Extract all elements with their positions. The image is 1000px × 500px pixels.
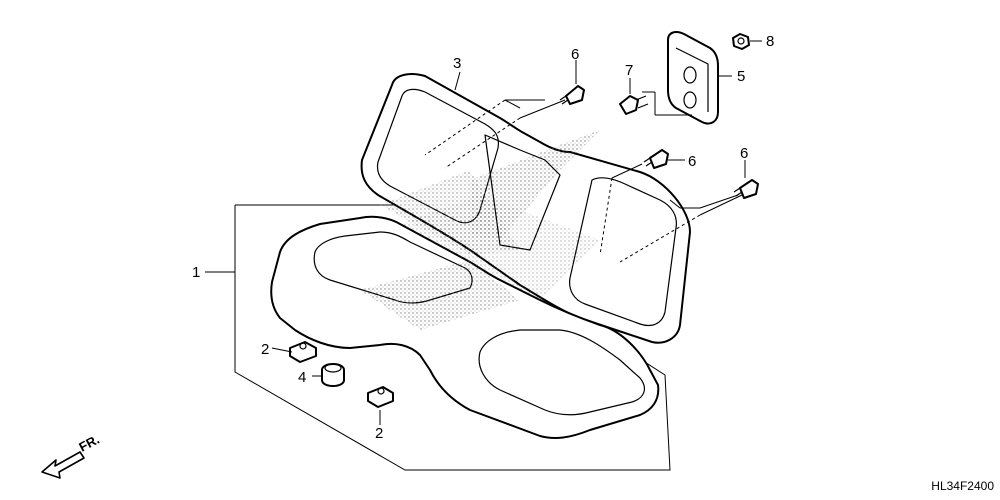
bolt-6-upper <box>559 85 585 105</box>
clip-lower <box>367 386 394 408</box>
nut <box>732 33 750 50</box>
seat-cushion <box>270 195 660 439</box>
seat-cushion-shading-back <box>400 195 600 300</box>
callout-2-upper: 2 <box>261 341 269 358</box>
callout-4: 4 <box>298 369 306 386</box>
callout-8: 8 <box>766 33 774 50</box>
clip-upper <box>289 341 317 363</box>
callout-6-right: 6 <box>740 145 748 162</box>
rubber-cushion <box>321 363 345 387</box>
callout-3: 3 <box>453 55 461 72</box>
callout-6-middle: 6 <box>688 153 696 170</box>
direction-label: FR. <box>76 432 102 455</box>
bracket-plate <box>667 31 719 125</box>
callout-1: 1 <box>192 264 200 281</box>
front-direction-arrow: FR. <box>41 432 102 479</box>
bolt-7 <box>619 95 649 115</box>
callout-6-upper: 6 <box>571 46 579 63</box>
callout-2-lower: 2 <box>375 425 383 442</box>
callout-7: 7 <box>625 62 633 79</box>
seat-cushion-shading <box>360 260 520 330</box>
bolt-6-middle <box>643 149 669 169</box>
callout-5: 5 <box>737 68 745 85</box>
diagram-code: HL34F2400 <box>931 479 994 493</box>
leader-lines <box>205 40 762 425</box>
